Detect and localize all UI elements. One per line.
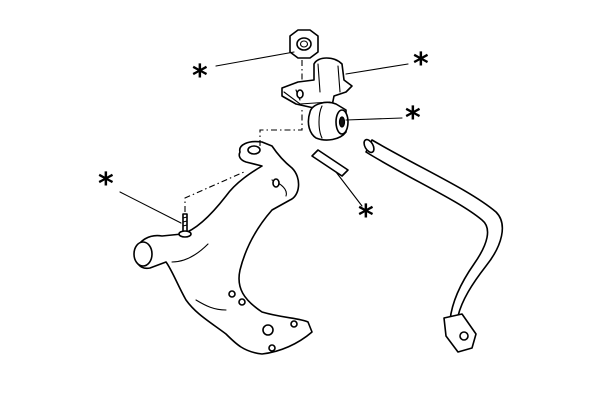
bushing bbox=[307, 101, 349, 141]
alignment-line-clamp bbox=[259, 108, 303, 146]
leader-lines bbox=[119, 51, 409, 224]
plate bbox=[311, 149, 349, 177]
marker-clamp: * bbox=[413, 47, 429, 82]
bolt bbox=[178, 213, 192, 238]
marker-bolt: * bbox=[98, 167, 114, 202]
lower-control-arm bbox=[133, 140, 313, 355]
alignment-line-bolt bbox=[184, 171, 245, 212]
nut bbox=[289, 29, 319, 59]
marker-nut: * bbox=[192, 59, 208, 94]
clamp-bracket bbox=[281, 57, 353, 109]
marker-bushing: * bbox=[405, 101, 421, 136]
stabilizer-bar bbox=[363, 138, 504, 353]
marker-plate: * bbox=[358, 199, 374, 234]
